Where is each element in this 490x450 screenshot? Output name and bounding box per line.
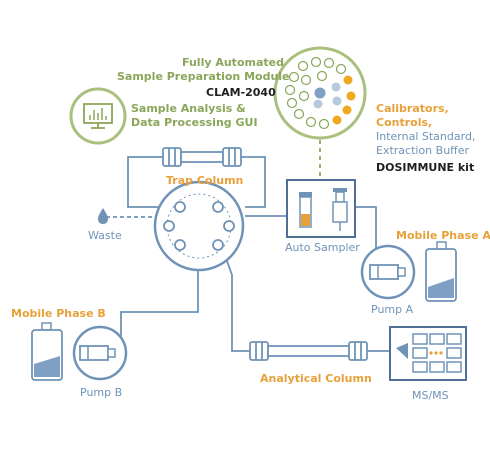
reagent-internal-standard: Internal Standard,	[376, 130, 476, 143]
reagent-extraction-buffer: Extraction Buffer	[376, 144, 470, 157]
pump-b-label: Pump B	[80, 386, 123, 399]
pump-b-icon	[72, 325, 128, 381]
trap-loop-right	[240, 156, 266, 208]
reagent-calibrators: Calibrators,	[376, 102, 449, 115]
module-model: CLAM-2040	[206, 86, 276, 99]
ms-ms-label: MS/MS	[412, 389, 449, 402]
ms-ms-icon	[389, 326, 467, 381]
trap-loop-left	[127, 156, 165, 208]
reagent-controls: Controls,	[376, 116, 433, 129]
analytical-column-label: Analytical Column	[260, 372, 372, 385]
bottle-b-icon	[31, 322, 63, 381]
mobile-phase-a-label: Mobile Phase A	[396, 229, 490, 242]
reagent-kit: DOSIMMUNE kit	[376, 161, 475, 174]
valve-to-analytical	[226, 260, 250, 352]
rotary-valve	[153, 180, 245, 272]
trap-column-label: Trap Column	[166, 174, 244, 187]
gui-label-line1: Sample Analysis &	[131, 102, 246, 115]
pump-a-icon	[360, 244, 416, 300]
monitor-chart-icon	[69, 87, 127, 145]
mobile-phase-b-label: Mobile Phase B	[11, 307, 106, 320]
gui-label-line2: Data Processing GUI	[131, 116, 258, 129]
waste-label: Waste	[88, 229, 122, 242]
trap-column-icon	[162, 147, 242, 167]
sample-tray-icon	[273, 46, 367, 140]
bottle-a-icon	[425, 241, 457, 302]
auto-sampler-label: Auto Sampler	[285, 241, 360, 254]
auto-sampler-icon	[286, 179, 356, 238]
module-title-line2: Sample Preparation Module	[117, 70, 290, 83]
waste-drop-icon	[98, 208, 108, 224]
module-title-line1: Fully Automated	[182, 56, 284, 69]
analytical-column-icon	[249, 341, 368, 361]
pump-a-label: Pump A	[371, 303, 414, 316]
